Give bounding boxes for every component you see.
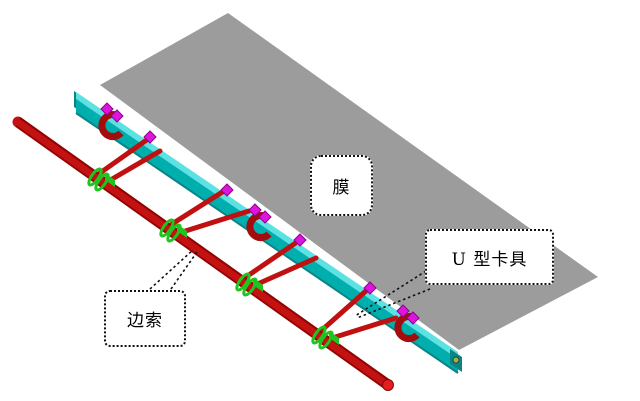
u-clamp-brackets (98, 111, 420, 343)
connecting-rod (97, 136, 151, 176)
connecting-rod (104, 148, 163, 185)
edge-tube-bottom-edge (75, 112, 459, 374)
green-clamp-ring (311, 325, 327, 345)
label-membrane: 膜 (310, 155, 373, 216)
connecting-rod (176, 208, 252, 236)
edge-tube-end-bolt (452, 356, 460, 364)
green-clamp-ring (159, 218, 175, 238)
edge-cable-leader-line (170, 251, 198, 290)
edge-cable-top-edge (19, 117, 391, 382)
u-clamp-bolt (220, 183, 234, 197)
label-u-clamp-text: U 型卡具 (451, 249, 528, 270)
edge-cable-end-cap (382, 379, 394, 391)
u-clamp-bolt (396, 304, 410, 318)
green-clamp-ring (87, 167, 103, 187)
u-clamp-leader-line (356, 288, 431, 319)
green-cable-clamp (311, 325, 339, 350)
connecting-rod (250, 255, 319, 289)
u-clamp-heads (100, 102, 420, 325)
u-clamp-bracket (98, 111, 124, 141)
u-clamp-bracket (246, 212, 272, 242)
green-clamp-ring (94, 172, 110, 192)
u-clamp-leader-line (354, 270, 427, 317)
edge-cable-leader-line (149, 249, 194, 290)
u-clamp-bolt (293, 233, 307, 247)
label-membrane-text: 膜 (332, 178, 351, 198)
u-clamp-bolt (143, 130, 157, 144)
green-clamp-ring (235, 272, 251, 292)
label-edge-cable: 边索 (104, 290, 186, 347)
connecting-rod (326, 315, 399, 342)
green-clamp-ring (318, 330, 334, 350)
u-clamp-bolt (100, 102, 114, 116)
edge-cable (12, 116, 394, 391)
green-cable-clamp (87, 167, 115, 192)
connecting-rods (97, 136, 399, 342)
connecting-rod (243, 239, 300, 280)
connecting-rod (169, 188, 227, 227)
green-cable-clamp (159, 218, 187, 243)
label-edge-cable-text: 边索 (127, 311, 163, 331)
leader-lines (149, 249, 431, 319)
u-clamp-bolt (406, 311, 420, 325)
green-clamp-ring (242, 277, 258, 297)
u-clamp-bracket (394, 313, 420, 343)
u-clamp-bolt (110, 109, 124, 123)
connecting-rod (319, 287, 370, 333)
green-clamp-ring (166, 223, 182, 243)
edge-cable-body (12, 116, 394, 391)
green-cable-clamp (235, 272, 263, 297)
green-cable-clamps (87, 167, 339, 350)
u-clamp-bolt (363, 281, 377, 295)
label-u-clamp: U 型卡具 (425, 229, 554, 285)
u-clamp-bolt (248, 203, 262, 217)
u-clamp-bolt (258, 210, 272, 224)
